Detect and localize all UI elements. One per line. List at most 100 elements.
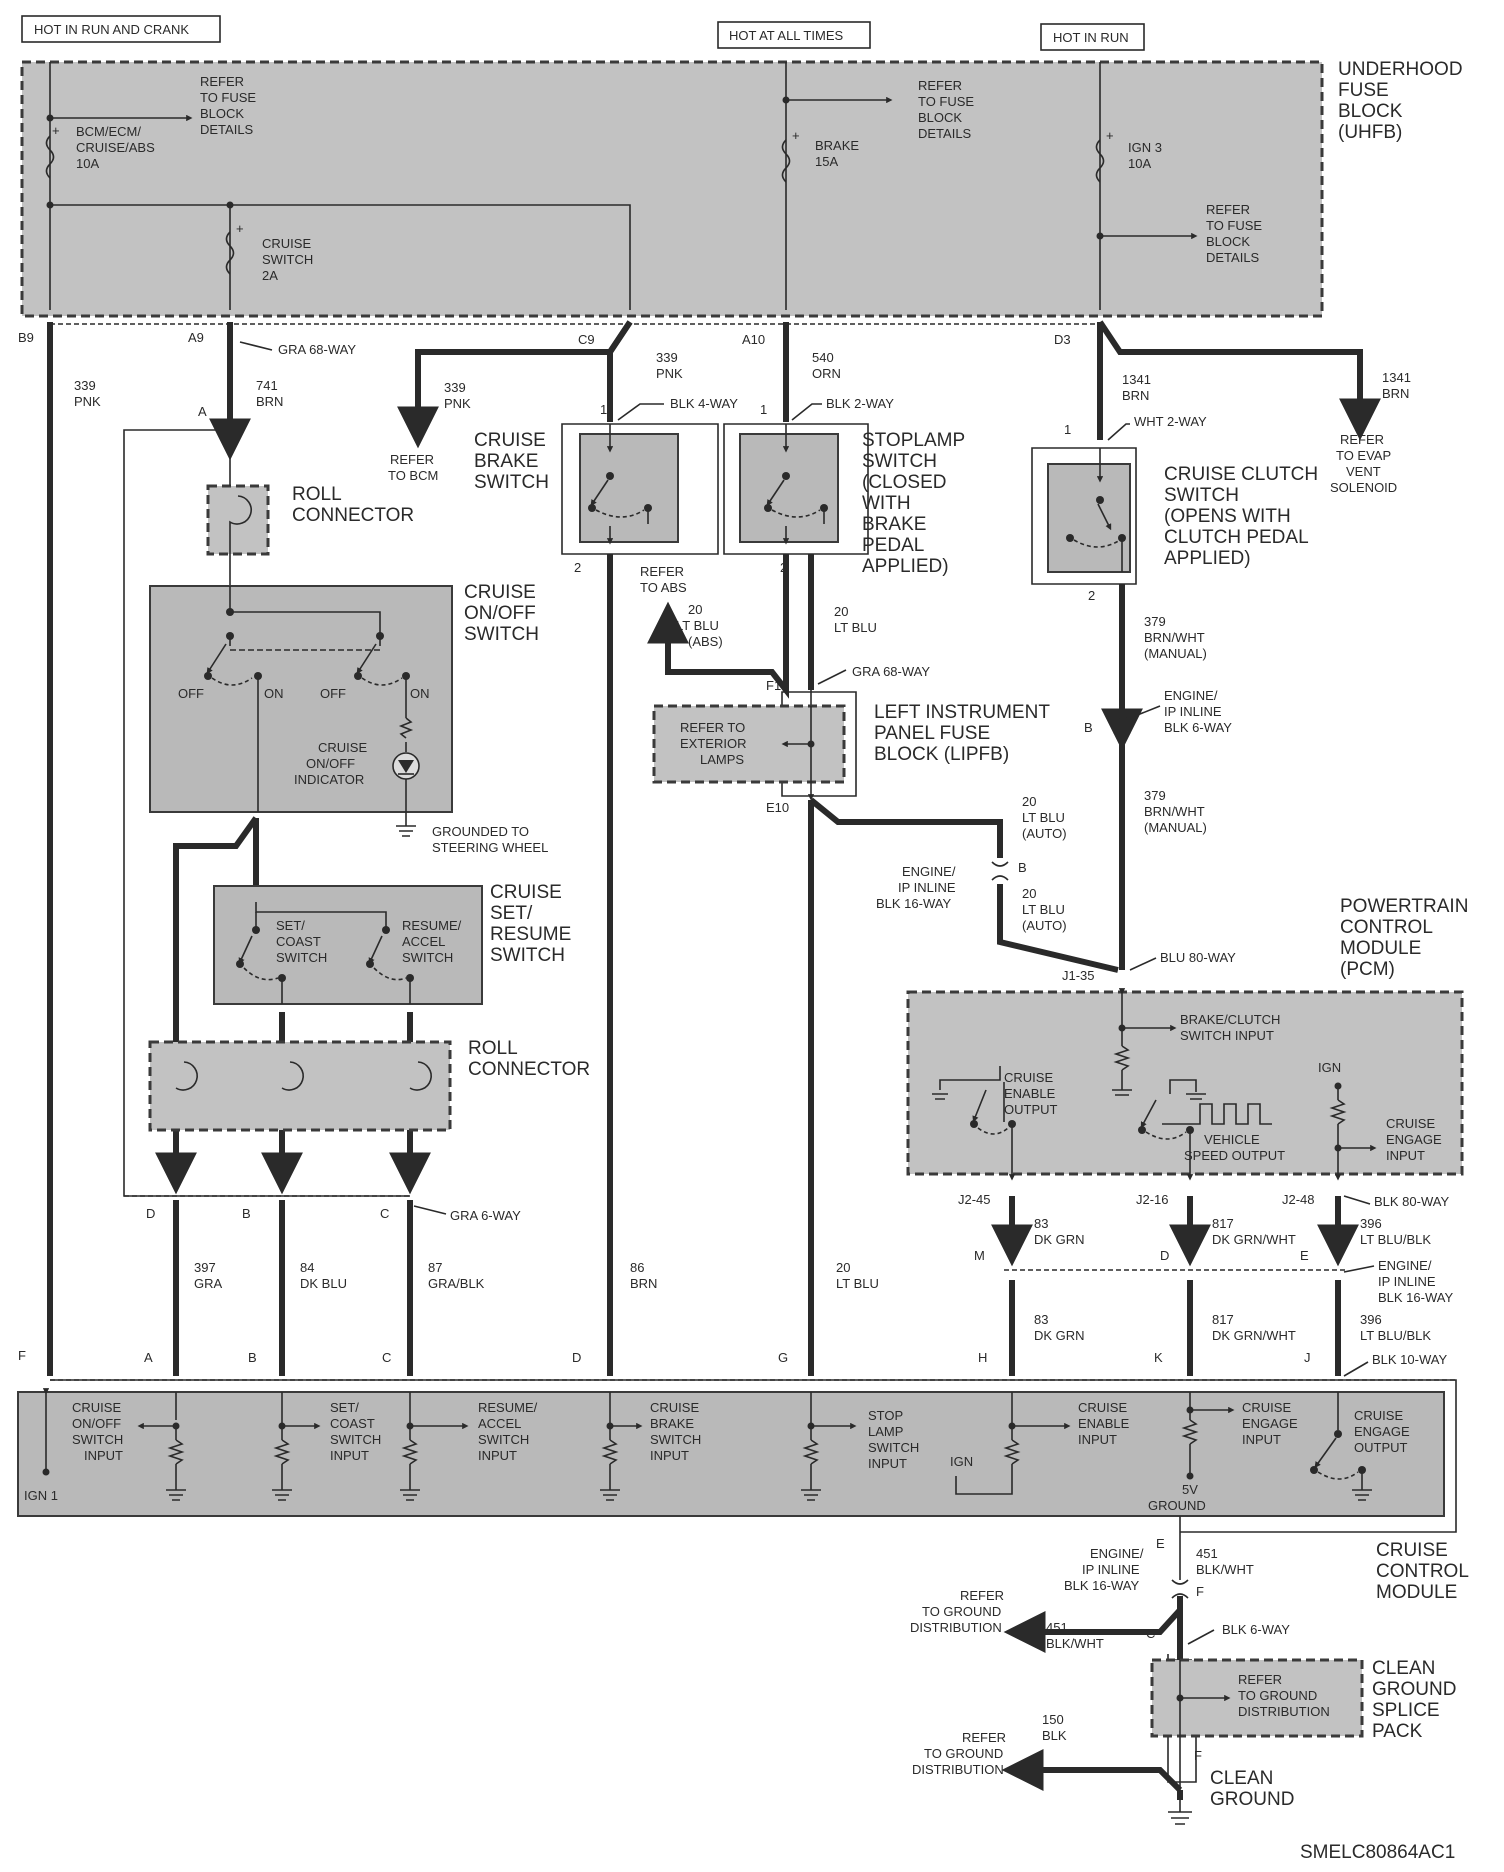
svg-text:WHT 2-WAY: WHT 2-WAY — [1134, 414, 1207, 429]
indicator-lamp-icon — [392, 752, 420, 780]
svg-text:J1-35: J1-35 — [1062, 968, 1095, 983]
svg-text:E10: E10 — [766, 800, 789, 815]
svg-text:H: H — [978, 1350, 987, 1365]
svg-text:IGN: IGN — [1318, 1060, 1341, 1075]
svg-text:J2-45: J2-45 — [958, 1192, 991, 1207]
set-coast-label: SET/ COAST SWITCH — [276, 918, 327, 965]
svg-text:BLU 80-WAY: BLU 80-WAY — [1160, 950, 1236, 965]
svg-text:+: + — [236, 221, 244, 236]
svg-text:J2-16: J2-16 — [1136, 1192, 1169, 1207]
refer-exterior-lamps: REFER TO EXTERIOR LAMPS — [680, 720, 750, 767]
cruise-enable-output-label: CRUISE ENABLE OUTPUT — [1004, 1070, 1059, 1117]
diagram-code: SMELC80864AC1 — [1300, 1842, 1455, 1863]
set-resume-title: CRUISE SET/ RESUME SWITCH — [490, 882, 577, 966]
inline-16way-mid-label: ENGINE/ IP INLINE BLK 16-WAY — [876, 864, 959, 911]
engine-ip-inline-16way-mid: B ENGINE/ IP INLINE BLK 16-WAY — [876, 860, 1027, 911]
clean-ground-icon — [1168, 1811, 1192, 1825]
lipfb-title: LEFT INSTRUMENT PANEL FUSE BLOCK (LIPFB) — [874, 702, 1055, 765]
refer-ground-1: REFER TO GROUND DISTRIBUTION — [910, 1588, 1008, 1635]
ccm-title: CRUISE CONTROL MODULE — [1376, 1540, 1473, 1603]
roll-connector-top-label: ROLL CONNECTOR — [292, 484, 414, 526]
svg-text:F: F — [18, 1348, 26, 1363]
svg-text:1: 1 — [600, 402, 607, 417]
svg-text:1: 1 — [1064, 422, 1071, 437]
hot-run-crank-label: HOT IN RUN AND CRANK — [34, 22, 189, 37]
svg-text:IGN: IGN — [950, 1454, 973, 1469]
svg-text:BLK 4-WAY: BLK 4-WAY — [670, 396, 738, 411]
roll-connector-top: A ROLL CONNECTOR — [198, 404, 414, 586]
svg-text:IGN 1: IGN 1 — [24, 1488, 58, 1503]
svg-text:C9: C9 — [578, 332, 595, 347]
underhood-fuse-block: UNDERHOOD FUSE BLOCK (UHFB) + + REFER TO… — [20, 59, 1463, 318]
svg-text:2: 2 — [780, 560, 787, 575]
svg-text:A9: A9 — [188, 330, 204, 345]
fuse-brake-label: BRAKE 15A — [815, 138, 863, 169]
ccm-enable-label: CRUISE ENABLE INPUT — [1078, 1400, 1133, 1447]
stoplamp-switch-title: STOPLAMP SWITCH (CLOSED WITH BRAKE PEDAL… — [862, 430, 970, 577]
roll-connector-bottom-label: ROLL CONNECTOR — [468, 1038, 590, 1080]
hot-all-times-label: HOT AT ALL TIMES — [729, 28, 843, 43]
svg-text:B: B — [242, 1206, 251, 1221]
svg-text:A10: A10 — [742, 332, 765, 347]
on-label-1: ON — [264, 686, 284, 701]
svg-text:D: D — [1160, 1248, 1169, 1263]
ccm-pin-labels: F A B C D G H K J BLK 10-WAY — [18, 1348, 1447, 1377]
pcm-title: POWERTRAIN CONTROL MODULE (PCM) — [1340, 896, 1474, 980]
svg-text:J2-48: J2-48 — [1282, 1192, 1315, 1207]
brake-clutch-input-label: BRAKE/CLUTCH SWITCH INPUT — [1180, 1012, 1284, 1043]
powertrain-control-module: POWERTRAIN CONTROL MODULE (PCM) BRAKE/CL… — [906, 896, 1474, 1181]
ccm-set-coast-label: SET/ COAST SWITCH INPUT — [330, 1400, 385, 1463]
inline-16way-right-label: ENGINE/ IP INLINE BLK 16-WAY — [1378, 1258, 1453, 1305]
ground-icon — [396, 825, 416, 837]
refer-abs-label: REFER TO ABS — [640, 564, 688, 595]
svg-text:GROUND: GROUND — [1148, 1498, 1206, 1513]
svg-text:+: + — [52, 123, 60, 138]
cruise-brake-switch: REFER TO BCM CRUISE BRAKE SWITCH 1 2 BLK… — [388, 396, 738, 575]
svg-text:1: 1 — [760, 402, 767, 417]
svg-text:B9: B9 — [18, 330, 34, 345]
svg-text:GRA 6-WAY: GRA 6-WAY — [450, 1208, 521, 1223]
ccm-engage-out-label: CRUISE ENGAGE OUTPUT — [1354, 1408, 1413, 1455]
svg-text:K: K — [1154, 1350, 1163, 1365]
svg-text:B: B — [248, 1350, 257, 1365]
cruise-control-module: F A B C D G H K J BLK 10-WAY CRUISE CONT… — [17, 1348, 1473, 1603]
svg-text:M: M — [974, 1248, 985, 1263]
uhfb-refer-right: REFER TO FUSE BLOCK DETAILS — [1206, 202, 1266, 265]
svg-text:BLK 10-WAY: BLK 10-WAY — [1372, 1352, 1447, 1367]
svg-text:5V: 5V — [1182, 1482, 1198, 1497]
svg-text:C: C — [380, 1206, 389, 1221]
svg-text:B: B — [1084, 720, 1093, 735]
svg-text:E: E — [1300, 1248, 1309, 1263]
clean-ground-splice-title: CLEAN GROUND SPLICE PACK — [1372, 1658, 1462, 1742]
cruise-set-resume-switch: CRUISE SET/ RESUME SWITCH SET/ COAST SWI… — [213, 882, 577, 1005]
fuse-ign3-label: IGN 3 10A — [1128, 140, 1166, 171]
cruise-clutch-switch: 1 WHT 2-WAY 2 CRUISE CLUTCH SWITCH (OPEN… — [1031, 414, 1397, 603]
svg-text:BLK 6-WAY: BLK 6-WAY — [1222, 1622, 1290, 1637]
cruise-brake-switch-title: CRUISE BRAKE SWITCH — [474, 430, 551, 493]
left-instrument-panel-fuse-block: REFER TO ABS F10 GRA 68-WAY REFER TO EXT… — [640, 564, 1055, 815]
vehicle-speed-output-label: VEHICLE SPEED OUTPUT — [1184, 1132, 1285, 1163]
off-label-2: OFF — [320, 686, 346, 701]
svg-text:G: G — [778, 1350, 788, 1365]
svg-text:2: 2 — [574, 560, 581, 575]
fuse-bcm-label: BCM/ECM/ CRUISE/ABS 10A — [76, 124, 158, 171]
svg-text:D: D — [146, 1206, 155, 1221]
svg-text:BLK 2-WAY: BLK 2-WAY — [826, 396, 894, 411]
